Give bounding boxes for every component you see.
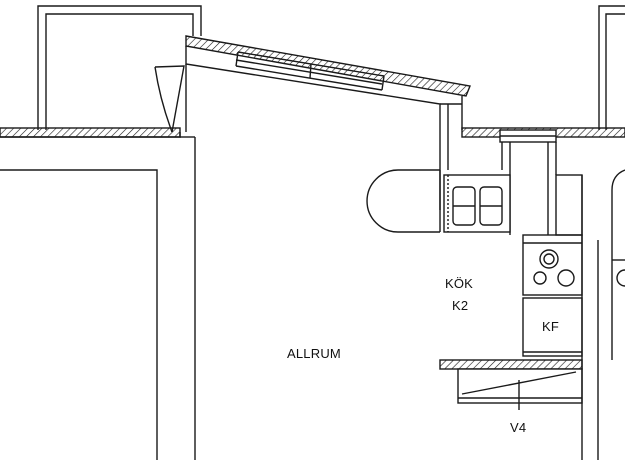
freezer-label: KF [542,319,560,334]
kitchen-window [499,129,557,235]
kitchen-code-label: K2 [452,298,469,313]
balcony-left [37,5,202,130]
wardrobe-label: V4 [510,420,527,435]
door-swing [154,65,185,133]
wall-right [581,169,625,460]
wall-left-room [0,64,196,460]
kitchen-counter [443,174,583,236]
living-room-label: ALLRUM [287,346,341,361]
bay-window [235,51,385,91]
exterior-wall-left [0,127,181,138]
kitchen-label: KÖK [445,276,474,291]
balcony-right [598,5,625,130]
dining-table [366,169,441,233]
bay-window-wall [185,35,471,210]
wardrobe [439,359,583,410]
stove [522,234,583,296]
